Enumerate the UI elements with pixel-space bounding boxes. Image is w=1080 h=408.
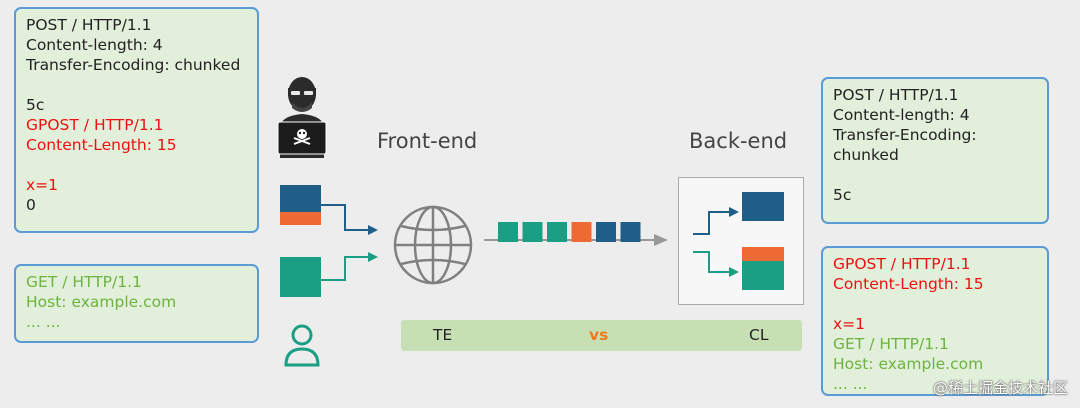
request-line: Content-Length: 15 (833, 275, 984, 293)
frontend-label: Front-end (377, 129, 478, 153)
request-line: Content-Length: 15 (26, 136, 177, 154)
backend-label: Back-end (689, 129, 788, 153)
vs-label: vs (589, 326, 609, 344)
te-vs-cl-bar: TE vs CL (401, 320, 802, 351)
attacker-packet-icon (280, 185, 321, 225)
request-line: chunked (833, 146, 899, 164)
queue-packet (547, 222, 567, 242)
request-line: 5c (26, 96, 45, 114)
backend-split-packet (742, 247, 784, 290)
request-line: GPOST / HTTP/1.1 (833, 255, 971, 273)
request-line (833, 165, 1037, 185)
connector-arrows (320, 204, 378, 281)
request-line: Transfer-Encoding: chunked (26, 56, 241, 74)
cl-label: CL (749, 326, 769, 344)
request-line: 0 (26, 196, 36, 214)
request-line: Host: example.com (833, 355, 984, 373)
hacker-icon (277, 77, 327, 158)
request-line: ... ... (26, 313, 61, 331)
request-line (833, 294, 1037, 314)
request-line (26, 75, 247, 95)
request-line: Content-length: 4 (833, 106, 970, 124)
request-line: x=1 (833, 315, 866, 333)
backend-server-box (678, 177, 804, 305)
request-line: GET / HTTP/1.1 (26, 273, 142, 291)
backend-arrows (693, 207, 739, 277)
request-line: POST / HTTP/1.1 (833, 86, 959, 104)
backend-navy-packet (742, 192, 784, 221)
queue-packet (498, 222, 518, 242)
request-line: x=1 (26, 176, 59, 194)
queue-packet (522, 222, 543, 242)
request-line: GPOST / HTTP/1.1 (26, 116, 164, 134)
normal-packet-icon (280, 257, 321, 297)
queue-packet (596, 222, 616, 242)
request-line: POST / HTTP/1.1 (26, 16, 152, 34)
request-line: 5c (833, 186, 852, 204)
queue-packet (571, 222, 592, 242)
te-label: TE (433, 326, 453, 344)
queue-packet (620, 222, 641, 242)
request-line: Host: example.com (26, 293, 177, 311)
globe-icon (393, 205, 473, 285)
request-line: Content-length: 4 (26, 36, 163, 54)
request-line: Transfer-Encoding: (833, 126, 977, 144)
footer-watermark: @稀土掘金技术社区 (932, 379, 1068, 397)
request-line: ... ... (833, 375, 868, 393)
user-icon (284, 324, 320, 367)
request-line (26, 155, 247, 175)
packet-queue (484, 222, 668, 246)
request-line: GET / HTTP/1.1 (833, 335, 949, 353)
